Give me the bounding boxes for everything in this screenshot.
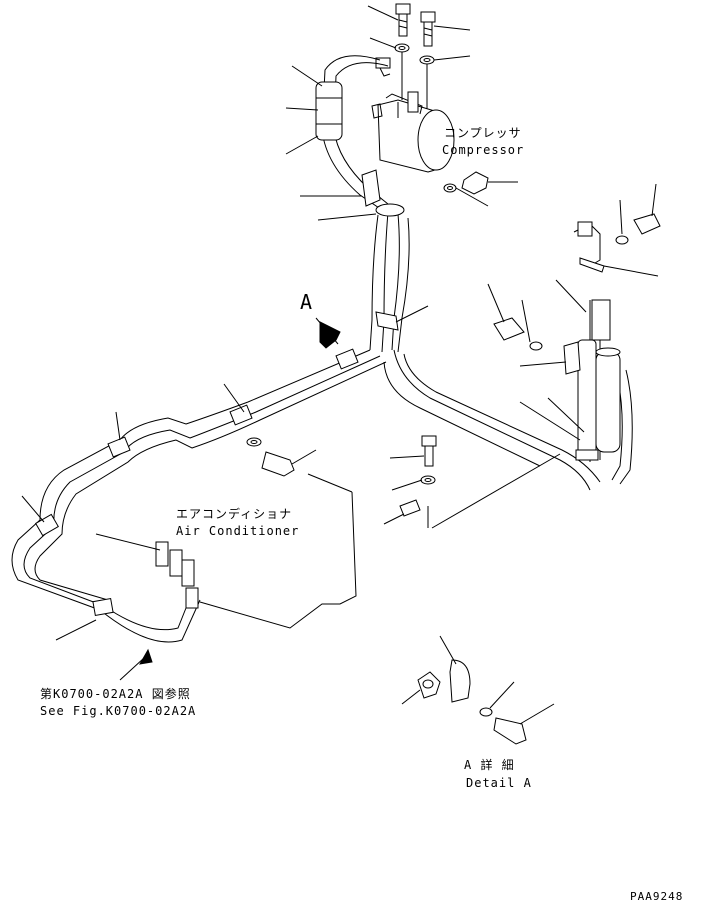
detail-label-en: Detail A — [466, 776, 532, 790]
bolt — [443, 171, 489, 195]
washer — [419, 55, 435, 65]
compressor — [371, 3, 489, 195]
hose-lower-loop — [11, 348, 387, 643]
bolt — [493, 317, 543, 351]
detail-label-jp: A 詳 細 — [464, 758, 515, 772]
aircon-label-jp: エアコンディショナ — [176, 507, 293, 521]
leader-lines — [21, 5, 659, 725]
air-conditioner-unit — [155, 473, 357, 629]
washer — [394, 43, 410, 53]
view-arrow — [315, 317, 341, 349]
see-fig-label-jp: 第K0700-02A2A 図参照 — [40, 687, 191, 701]
compressor-label-en: Compressor — [442, 143, 525, 157]
drawing-number: PAA9248 — [630, 890, 684, 903]
receiver-drier — [493, 213, 661, 461]
see-fig-label-en: See Fig.K0700-02A2A — [40, 704, 197, 718]
bolt — [615, 213, 661, 245]
compressor-label-jp: コンプレッサ — [444, 126, 522, 140]
view-letter-a: A — [300, 290, 314, 314]
detail-a — [417, 659, 527, 745]
hose-upper — [315, 55, 410, 353]
reference-arrow — [119, 648, 153, 681]
bolt — [420, 11, 436, 47]
clip-hardware — [399, 435, 437, 528]
bolt — [246, 437, 295, 477]
bolt — [395, 3, 411, 37]
aircon-label-en: Air Conditioner — [176, 524, 300, 538]
